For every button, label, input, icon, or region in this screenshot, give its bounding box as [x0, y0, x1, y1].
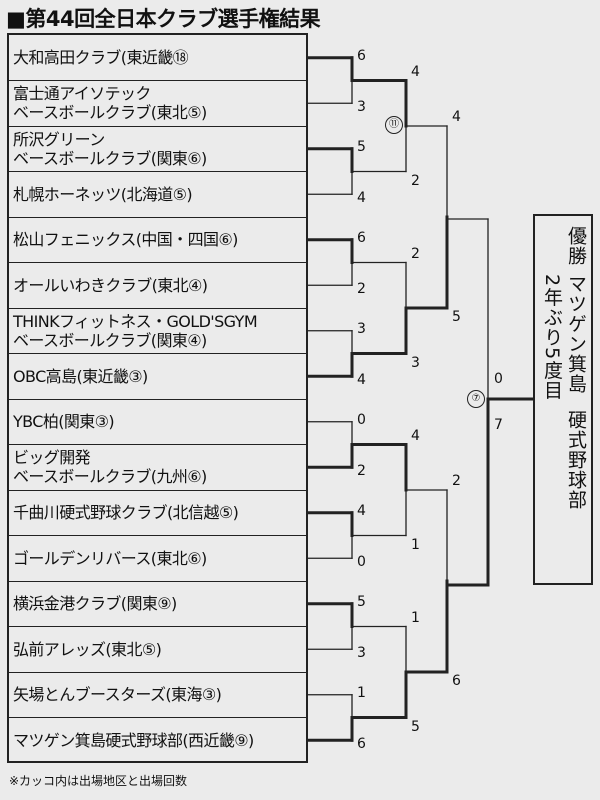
footnote: ※カッコ内は出場地区と出場回数: [9, 774, 188, 788]
team-row: 横浜金港クラブ(関東⑨): [9, 581, 306, 627]
team-name-line: 松山フェニックス(中国・四国⑥): [13, 230, 238, 249]
team-row: 所沢グリーンベースボールクラブ(関東⑥): [9, 126, 306, 172]
score: 1: [411, 609, 420, 626]
score: 3: [357, 99, 366, 116]
team-name-line: 矢場とんブースターズ(東海③): [13, 685, 222, 704]
page-title: ■第44回全日本クラブ選手権結果: [6, 7, 321, 31]
team-name-line: 所沢グリーン: [13, 129, 105, 149]
team-row: 大和高田クラブ(東近畿⑱: [9, 35, 306, 81]
team-name-line: ベースボールクラブ(九州⑥): [13, 467, 207, 486]
team-row: 矢場とんブースターズ(東海③): [9, 672, 306, 718]
score: 2: [357, 463, 366, 480]
score: 6: [357, 47, 366, 64]
champion-appearances: 2年ぶり5度目: [541, 274, 563, 401]
score: 0: [357, 411, 366, 428]
score: 3: [411, 354, 420, 371]
score: 2: [357, 281, 366, 298]
score: 4: [452, 109, 461, 125]
team-name-line: ビッグ開発: [13, 448, 91, 467]
score: 4: [357, 502, 366, 519]
team-row: 富士通アイソテックベースボールクラブ(東北⑤): [9, 81, 306, 127]
score: 4: [357, 190, 366, 207]
team-name-line: ベースボールクラブ(関東⑥): [13, 148, 207, 168]
score: 2: [452, 473, 461, 489]
score: 4: [357, 372, 366, 389]
team-row: 弘前アレッズ(東北⑤): [9, 627, 306, 673]
score: 2: [411, 245, 420, 262]
team-name-line: YBC柏(関東③): [13, 412, 115, 431]
score: 5: [452, 309, 461, 325]
team-row: OBC高島(東近畿③): [9, 354, 306, 400]
team-row: ゴールデンリバース(東北⑥): [9, 536, 306, 582]
champion-box: 優勝 マツゲン箕島 2年ぶり5度目 硬式野球部: [533, 214, 593, 585]
team-name-line: 札幌ホーネッツ(北海道⑤): [13, 184, 193, 204]
team-name-line: OBC高島(東近畿③): [13, 366, 148, 386]
team-name-line: マツゲン箕島硬式野球部(西近畿⑨): [13, 731, 254, 750]
team-name-line: 弘前アレッズ(東北⑤): [13, 639, 162, 659]
team-row: ビッグ開発ベースボールクラブ(九州⑥): [9, 445, 306, 491]
team-row: 松山フェニックス(中国・四国⑥): [9, 217, 306, 263]
score: 6: [452, 673, 461, 689]
team-name-line: ベースボールクラブ(関東④): [13, 330, 207, 350]
team-name-line: 大和高田クラブ(東近畿⑱: [13, 48, 189, 67]
team-row: オールいわきクラブ(東北④): [9, 263, 306, 309]
team-name-line: ゴールデンリバース(東北⑥): [13, 548, 207, 568]
score: 1: [357, 684, 366, 701]
score: 5: [357, 138, 366, 155]
team-row: 千曲川硬式野球クラブ(北信越⑤): [9, 490, 306, 536]
score: 5: [411, 718, 420, 735]
score: 4: [411, 427, 420, 444]
team-name-line: THINKフィットネス・GOLD'SGYM: [13, 311, 258, 331]
score: 0: [494, 371, 503, 387]
score: 3: [357, 645, 366, 662]
team-name-line: オールいわきクラブ(東北④): [13, 275, 208, 295]
team-name-line: 千曲川硬式野球クラブ(北信越⑤): [13, 503, 239, 522]
team-row: 札幌ホーネッツ(北海道⑤): [9, 172, 306, 218]
match-number-7: ⑦: [467, 390, 485, 408]
score: 0: [357, 554, 366, 571]
score: 1: [411, 536, 420, 553]
score: 6: [357, 736, 366, 753]
score: 7: [494, 417, 503, 433]
score: 4: [411, 63, 420, 80]
match-number-11: ⑪: [385, 116, 403, 134]
team-name-line: 横浜金港クラブ(関東⑨): [13, 594, 177, 613]
team-row: マツゲン箕島硬式野球部(西近畿⑨): [9, 718, 306, 764]
team-name-line: ベースボールクラブ(東北⑤): [13, 103, 207, 122]
champion-name-1: マツゲン箕島: [565, 274, 587, 394]
score: 3: [357, 320, 366, 337]
score: 6: [357, 229, 366, 246]
champion-label: 優勝: [565, 226, 587, 266]
team-name-line: 富士通アイソテック: [13, 84, 151, 103]
team-row: YBC柏(関東③): [9, 399, 306, 445]
score: 5: [357, 593, 366, 610]
score: 2: [411, 172, 420, 189]
champion-name-2: 硬式野球部: [565, 410, 587, 510]
